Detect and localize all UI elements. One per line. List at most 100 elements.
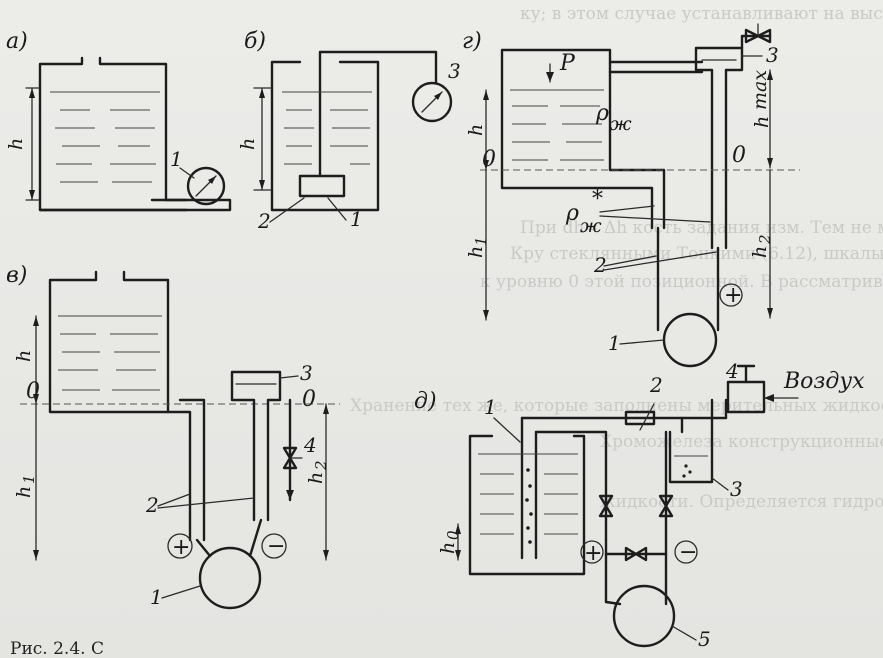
- panel-d-air-label: Воздух: [783, 369, 865, 394]
- panel-v-num-2: 2: [145, 493, 159, 517]
- bg-text-1: ку; в этом случае устанавливают на высот…: [520, 4, 883, 24]
- panel-g-hmax-sub: max: [749, 70, 771, 110]
- panel-g-rho-sub: ж: [610, 113, 632, 135]
- panel-g-h1-label: h: [465, 246, 487, 258]
- panel-v-num-3: 3: [300, 361, 313, 385]
- panel-d-num-4: 4: [725, 359, 739, 383]
- panel-v-h2-sub: 2: [312, 460, 330, 471]
- panel-d-regulator: [726, 380, 766, 414]
- panel-d-num-3: 3: [730, 477, 743, 501]
- panel-g-zero-left: 0: [482, 147, 496, 172]
- panel-g-hmax-label: h: [751, 116, 773, 128]
- panel-d-tank: [468, 434, 586, 576]
- panel-v-diff-manometer: [198, 546, 262, 610]
- panel-a-label: а): [6, 29, 28, 54]
- panel-d-plus: +: [584, 541, 602, 566]
- panel-a: а) h 1: [5, 29, 232, 212]
- panel-d: д) h 0 1 2: [414, 359, 865, 651]
- panel-b-bell: [298, 174, 346, 198]
- bg-text-2: При dh= Δh кость задания изм. Тем не мен…: [520, 218, 883, 238]
- panel-g-rho-label: ρ: [595, 101, 609, 126]
- panel-v-plus: +: [172, 535, 190, 560]
- panel-v-h1-label: h: [13, 486, 35, 498]
- panel-d-label: д): [414, 389, 437, 414]
- panel-g-h2-label: h: [749, 246, 771, 258]
- panel-d-air-pipe: [520, 416, 728, 542]
- panel-b: б) h 3 2 1: [237, 29, 461, 233]
- panel-g-num-2: 2: [593, 253, 607, 277]
- panel-g-zero-right: 0: [732, 143, 746, 168]
- panel-v-zero-left: 0: [26, 379, 40, 404]
- panel-g-rho-star-sub: ж: [580, 215, 602, 237]
- panel-b-pressure-gauge: [411, 81, 453, 123]
- panel-d-num-5: 5: [698, 627, 711, 651]
- panel-a-pressure-gauge: [186, 166, 226, 206]
- panel-v-liquid: [58, 333, 160, 391]
- panel-v-vessel-3: [230, 370, 282, 522]
- panel-v: в) h 0 h 1 3: [6, 263, 340, 610]
- panel-v-valve: [282, 446, 298, 460]
- panel-d-throttle: [624, 410, 656, 426]
- panel-g-h-label: h: [465, 124, 487, 136]
- panel-d-num-1: 1: [484, 395, 497, 419]
- panel-b-label: б): [244, 29, 266, 54]
- panel-g-vessel-3: [694, 46, 744, 250]
- panel-v-h2-label: h: [305, 472, 327, 484]
- panel-g-tank: [500, 48, 666, 230]
- panel-b-tube: [318, 50, 438, 178]
- panel-g-label: г): [462, 29, 482, 54]
- panel-d-liquid: [480, 473, 578, 535]
- figure-caption: Рис. 2.4. С: [10, 639, 104, 658]
- panel-g-num-1: 1: [608, 331, 621, 355]
- panel-g-h1-sub: 1: [472, 236, 490, 246]
- panel-d-valve-equalizing: [624, 546, 638, 562]
- panel-v-num-1: 1: [150, 585, 163, 609]
- panel-g-h2-sub: 2: [756, 234, 774, 245]
- panel-v-leg-pipes: [195, 518, 263, 558]
- panel-d-vessel-3: [668, 416, 714, 484]
- panel-b-num-1: 1: [350, 207, 363, 231]
- panel-v-zero-right: 0: [302, 387, 316, 412]
- bg-text-4: к уровню 0 этой позиционной. В рассматри…: [480, 272, 883, 292]
- panel-a-h-label: h: [5, 138, 27, 150]
- panel-v-num-4: 4: [303, 433, 317, 457]
- panel-g-leg-pipes: [656, 226, 720, 332]
- panel-d-regulator-pipe: [710, 398, 728, 434]
- panel-v-minus: −: [267, 534, 285, 559]
- panel-a-num-1: 1: [170, 147, 183, 171]
- panel-g-plus: +: [724, 283, 742, 308]
- panel-d-h0-sub: 0: [444, 530, 462, 540]
- panel-a-liquid: [55, 109, 156, 183]
- bg-text-3: Кру стеклянными Тонкими (6.12), шкалы ди…: [510, 244, 883, 264]
- panel-g-num-3: 3: [766, 43, 779, 67]
- panel-d-diff-manometer: [612, 584, 676, 648]
- panel-v-label: в): [6, 263, 27, 288]
- panel-d-valve-right: [658, 494, 674, 508]
- panel-v-h-label: h: [13, 350, 35, 362]
- panel-b-tank: [270, 60, 380, 212]
- panel-g-valve: [744, 28, 760, 44]
- panel-d-valve-left: [598, 494, 614, 508]
- panel-g-rho-star: ρ: [565, 201, 579, 226]
- panel-b-num-2: 2: [257, 209, 271, 233]
- panel-g-connect-pipe: [608, 60, 704, 74]
- panel-g-p-label: P: [559, 51, 576, 76]
- panel-b-num-3: 3: [448, 59, 461, 83]
- panel-d-bubbles: [525, 468, 533, 544]
- panel-b-h-label: h: [237, 138, 259, 150]
- panel-g-liquid: [512, 105, 604, 161]
- panel-g-star: *: [592, 187, 603, 212]
- panel-v-tank: [48, 270, 170, 414]
- panel-d-leg-pipes: [604, 430, 668, 604]
- panel-d-num-2: 2: [649, 373, 663, 397]
- panel-b-liquid: [284, 109, 370, 165]
- panel-a-tank: [38, 56, 232, 212]
- panel-g: г) P ρ ж 3: [462, 23, 800, 368]
- panel-v-pipe-1: [166, 398, 206, 542]
- panel-d-bubble-tube: [520, 416, 538, 560]
- panel-d-h0-label: h: [437, 542, 459, 554]
- panel-v-h1-sub: 1: [20, 474, 38, 484]
- panel-d-minus: −: [679, 540, 697, 565]
